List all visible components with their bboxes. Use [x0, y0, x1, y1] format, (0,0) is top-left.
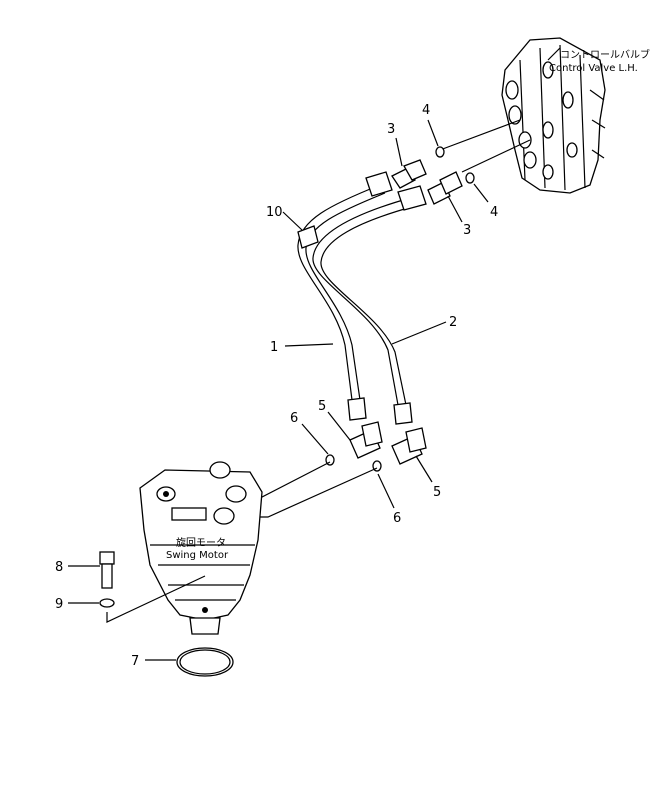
control-valve-label-en: Control Valve L.H.: [549, 63, 638, 74]
control-valve: コントロールバルブ 左 Control Valve L.H.: [501, 37, 650, 194]
o-ring-upper: [435, 146, 445, 158]
callout-10: 10: [266, 205, 283, 220]
callout-4-upper: 4: [422, 103, 430, 118]
washer: [99, 598, 115, 608]
o-ring-large: [176, 647, 234, 677]
elbow-fitting-motor-left: [349, 421, 383, 459]
bolt: [99, 551, 115, 589]
control-valve-label-jp: コントロールバルブ 左: [560, 48, 650, 61]
elbow-fitting-motor-right: [391, 427, 427, 465]
callout-5-lower: 5: [433, 485, 441, 500]
callout-7: 7: [131, 654, 139, 669]
callout-1: 1: [270, 340, 278, 355]
swing-motor: 旋回モータ Swing Motor: [139, 461, 263, 635]
hose-2: [312, 185, 427, 425]
elbow-fitting-lower: [427, 171, 463, 205]
o-ring-lower: [465, 172, 475, 184]
leader-bolt-to-motor: [106, 575, 206, 623]
elbow-fitting-upper: [391, 159, 427, 189]
callout-8: 8: [55, 560, 63, 575]
leader-motor-lower: [256, 467, 378, 518]
callout-6-upper: 6: [290, 411, 298, 426]
callout-9: 9: [55, 597, 63, 612]
swing-motor-label-en: Swing Motor: [166, 550, 229, 561]
callout-3-lower: 3: [463, 223, 471, 238]
leader-valve-upper: [439, 119, 521, 151]
callout-5-upper: 5: [318, 399, 326, 414]
callout-2: 2: [449, 315, 457, 330]
callout-4-lower: 4: [490, 205, 498, 220]
hose-clamp: [297, 225, 319, 249]
callout-3-upper: 3: [387, 122, 395, 137]
swing-motor-label-jp: 旋回モータ: [176, 536, 226, 549]
hose-1: [297, 171, 393, 421]
leader-valve-lower: [461, 139, 531, 173]
callouts: 1 2 3 3 4 4 5 5 6 6 7 8 9 10: [55, 103, 498, 669]
callout-6-lower: 6: [393, 511, 401, 526]
